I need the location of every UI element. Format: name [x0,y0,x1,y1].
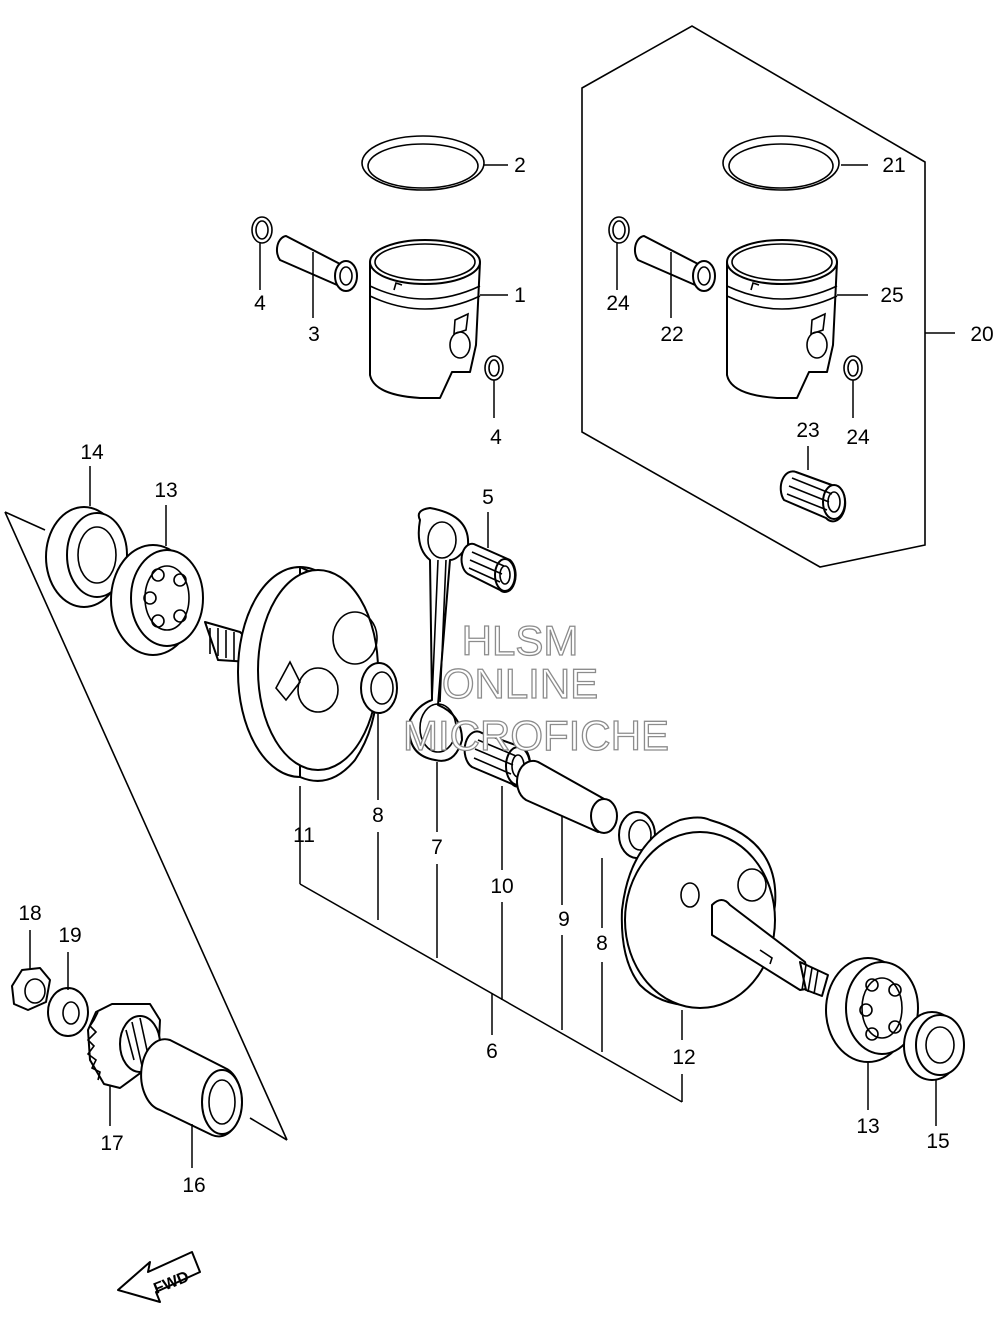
callout-18: 18 [18,902,41,925]
callout-3: 3 [308,323,320,346]
callout-4-upper: 4 [254,292,266,315]
crankshaft-right-half[interactable] [620,816,829,1009]
callout-labels: 1 2 3 4 4 5 6 7 8 8 9 10 11 12 13 13 14 … [18,154,993,1197]
callout-4-lower: 4 [490,426,502,449]
callout-10: 10 [490,875,513,898]
leader-lines [29,164,955,1168]
callout-23: 23 [796,419,819,442]
callout-9: 9 [558,908,570,931]
callout-13-left: 13 [154,479,177,502]
kit-needle-bearing[interactable] [779,470,847,523]
callout-13-right: 13 [856,1115,879,1138]
piston-pin-clip[interactable] [251,216,273,244]
callout-5: 5 [482,486,494,509]
crankshaft-washer[interactable] [47,987,89,1037]
main-bearing-left[interactable] [110,544,204,656]
callout-12: 12 [672,1046,695,1069]
kit-piston-ring[interactable] [722,135,840,191]
oil-seal-left[interactable] [45,506,128,608]
piston[interactable] [369,239,481,399]
piston-pin-clip-right[interactable] [484,355,504,381]
crank-pin[interactable] [516,759,618,834]
callout-14: 14 [80,441,104,464]
kit-pin-clip-left[interactable] [608,216,630,244]
thrust-washer-left[interactable] [360,662,398,714]
callout-24-right: 24 [846,426,870,449]
connecting-rod[interactable] [408,507,470,762]
piston-pin[interactable] [275,235,358,292]
callout-8-left: 8 [372,804,384,827]
watermark-line1: HLSM [462,617,579,664]
callout-1: 1 [514,284,526,307]
crankshaft-spacer[interactable] [140,1038,243,1138]
gear-group-outline [4,511,288,1141]
piston-ring[interactable] [361,135,485,191]
crankshaft-left-half[interactable] [204,566,379,782]
callout-21: 21 [882,154,905,177]
piston-kit-box [581,25,926,568]
kit-piston[interactable] [726,239,838,399]
callout-22: 22 [660,323,683,346]
watermark-line2: ONLINE [442,660,598,707]
small-end-bearing[interactable] [460,542,517,593]
callout-19: 19 [58,924,81,947]
watermark-line3: MICROFICHE [403,712,669,759]
callout-15: 15 [926,1130,949,1153]
kit-piston-pin[interactable] [633,235,716,292]
crankshaft-nut[interactable] [11,967,51,1011]
callout-24-left: 24 [606,292,630,315]
callout-2: 2 [514,154,526,177]
callout-7: 7 [431,836,443,859]
oil-seal-right[interactable] [903,1011,965,1081]
forward-direction-arrow: FWD [117,1251,201,1303]
callout-8-right: 8 [596,932,608,955]
callout-20: 20 [970,323,993,346]
callout-25: 25 [880,284,903,307]
callout-17: 17 [100,1132,123,1155]
watermark: HLSM ONLINE MICROFICHE [402,616,669,759]
kit-pin-clip-right[interactable] [843,355,863,381]
callout-11: 11 [293,824,315,847]
callout-16: 16 [182,1174,205,1197]
callout-6: 6 [486,1040,498,1063]
